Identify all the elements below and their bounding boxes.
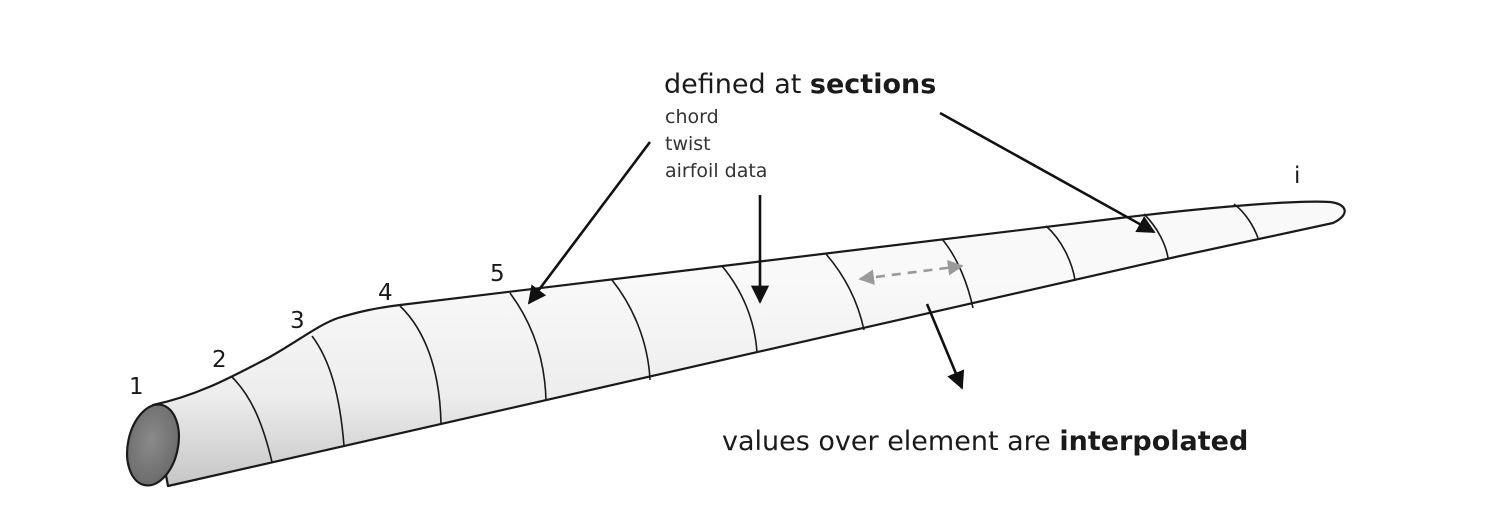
arrow-to-outer-section xyxy=(939,111,1156,234)
property-chord: chord xyxy=(665,106,719,128)
blade-body xyxy=(151,200,1346,488)
section-number-2: 2 xyxy=(212,347,227,373)
defined-caption-emphasis: sections xyxy=(810,69,936,100)
interpolated-caption-prefix: values over element are xyxy=(722,426,1059,457)
defined-caption-prefix: defined at xyxy=(664,69,810,100)
interpolated-caption-emphasis: interpolated xyxy=(1059,426,1248,457)
section-line xyxy=(1045,225,1076,281)
property-twist: twist xyxy=(665,133,711,155)
section-number-5: 5 xyxy=(490,261,505,287)
section-line xyxy=(611,279,651,381)
section-number-4: 4 xyxy=(378,280,393,306)
property-airfoil-data: airfoil data xyxy=(665,160,767,182)
section-line xyxy=(721,265,758,354)
section-line xyxy=(311,335,345,447)
arrow-to-section-5 xyxy=(527,141,652,305)
section-line xyxy=(825,253,865,331)
section-line xyxy=(509,292,547,402)
section-line xyxy=(399,305,442,425)
section-number-i: i xyxy=(1294,163,1300,189)
root-face xyxy=(126,403,180,487)
defined-at-sections-caption: defined at sections xyxy=(664,69,936,100)
section-number-3: 3 xyxy=(290,308,305,334)
section-number-1: 1 xyxy=(129,374,144,400)
section-line xyxy=(231,376,273,463)
section-line xyxy=(1233,203,1259,239)
interpolated-caption: values over element are interpolated xyxy=(722,426,1248,457)
element-span-arrow xyxy=(858,260,964,285)
arrow-to-interpolated-caption xyxy=(925,303,965,390)
